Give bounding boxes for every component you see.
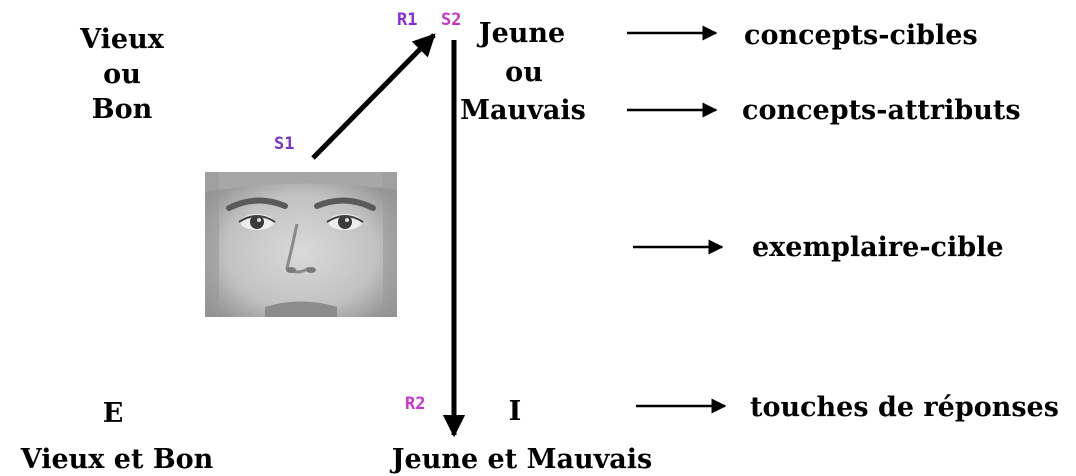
face-image bbox=[205, 172, 397, 317]
marker-r2: R2 bbox=[405, 394, 426, 414]
center-category-line2: ou bbox=[505, 57, 543, 88]
marker-r1: R1 bbox=[397, 10, 418, 30]
marker-s2: S2 bbox=[441, 10, 462, 30]
label-attribute-concepts: concepts-attributs bbox=[742, 95, 1021, 126]
marker-s1: S1 bbox=[274, 134, 295, 154]
left-category-line3: Bon bbox=[91, 94, 153, 125]
left-category-line2: ou bbox=[103, 59, 141, 90]
center-category-line3: Mauvais bbox=[460, 95, 586, 126]
center-response-key: I bbox=[508, 396, 522, 427]
label-response-keys: touches de réponses bbox=[750, 392, 1059, 423]
left-response-key: E bbox=[102, 398, 124, 429]
center-category-line1: Jeune bbox=[478, 18, 566, 49]
face-drawing bbox=[205, 172, 397, 317]
s1-to-r1-arrow bbox=[311, 33, 436, 160]
left-response-label: Vieux et Bon bbox=[20, 444, 214, 475]
label-target-exemplar: exemplaire-cible bbox=[752, 232, 1004, 263]
label-target-concepts: concepts-cibles bbox=[744, 20, 978, 51]
left-category-line1: Vieux bbox=[80, 24, 164, 55]
center-response-label: Jeune et Mauvais bbox=[391, 444, 653, 475]
